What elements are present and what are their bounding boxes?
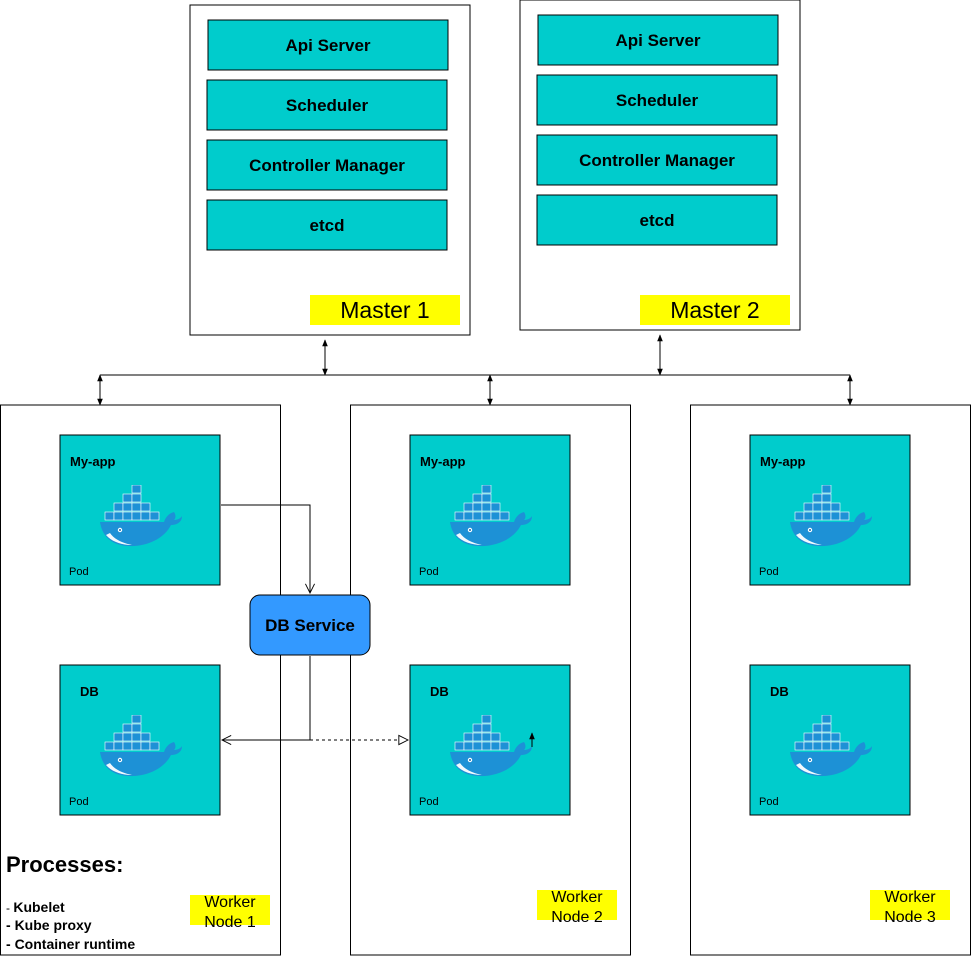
db-service-label: DB Service [265,616,355,635]
myapp-to-service-arrow [221,504,310,593]
db-pod[interactable]: DB Pod [409,664,571,816]
pod-label: Pod [69,796,89,808]
master-component-box[interactable] [536,194,778,246]
pod-label: Pod [759,566,779,578]
pod-title: My-app [760,454,806,469]
worker-label-line2: Node 1 [204,914,256,931]
process-item: - Kube proxy [6,917,92,933]
worker-label-highlight [870,890,950,920]
db-pod[interactable]: DB Pod [59,664,221,816]
master-component-box[interactable] [206,199,448,251]
worker-label-line1: Worker [551,889,603,906]
service-connections [221,504,535,747]
process-item: - Kubelet [6,899,65,915]
worker-label-line1: Worker [884,889,936,906]
pod-title: My-app [70,454,116,469]
master-component-label: Api Server [285,36,370,55]
master-component-box[interactable] [536,74,778,126]
worker-label-line1: Worker [204,894,256,911]
master-label-highlight [640,295,790,325]
worker-label-highlight [537,890,617,920]
processes-list: Processes: - Kubelet - Kube proxy - Cont… [6,852,135,952]
db-service[interactable]: DB Service [249,594,371,656]
pod-label: Pod [69,566,89,578]
pod-label: Pod [759,796,779,808]
worker-label-highlight [190,895,270,925]
master-component-box[interactable] [536,134,778,186]
pod-label: Pod [419,796,439,808]
master-component-label: Scheduler [616,91,699,110]
master-component-label: etcd [640,211,675,230]
master-label: Master 2 [670,297,759,323]
process-item: - Container runtime [6,936,135,952]
master-component-box[interactable] [206,139,448,191]
pod-title: DB [770,684,789,699]
pod-title: My-app [420,454,466,469]
master-label-highlight [310,295,460,325]
pod-label: Pod [419,566,439,578]
db-pod[interactable]: DB Pod [749,664,911,816]
worker-label-line2: Node 3 [884,909,936,926]
pod-title: DB [80,684,99,699]
master-component-box[interactable] [537,14,779,66]
master-component-label: etcd [310,216,345,235]
cluster-bus [97,334,853,406]
processes-title: Processes: [6,852,123,877]
master-component-label: Api Server [615,31,700,50]
master-component-box[interactable] [206,79,448,131]
master-label: Master 1 [340,297,429,323]
master-component-label: Controller Manager [249,156,405,175]
master-component-label: Controller Manager [579,151,735,170]
master-component-box[interactable] [207,19,449,71]
master-component-label: Scheduler [286,96,369,115]
worker-label-line2: Node 2 [551,909,603,926]
db-service-box[interactable] [249,594,371,656]
pod-title: DB [430,684,449,699]
